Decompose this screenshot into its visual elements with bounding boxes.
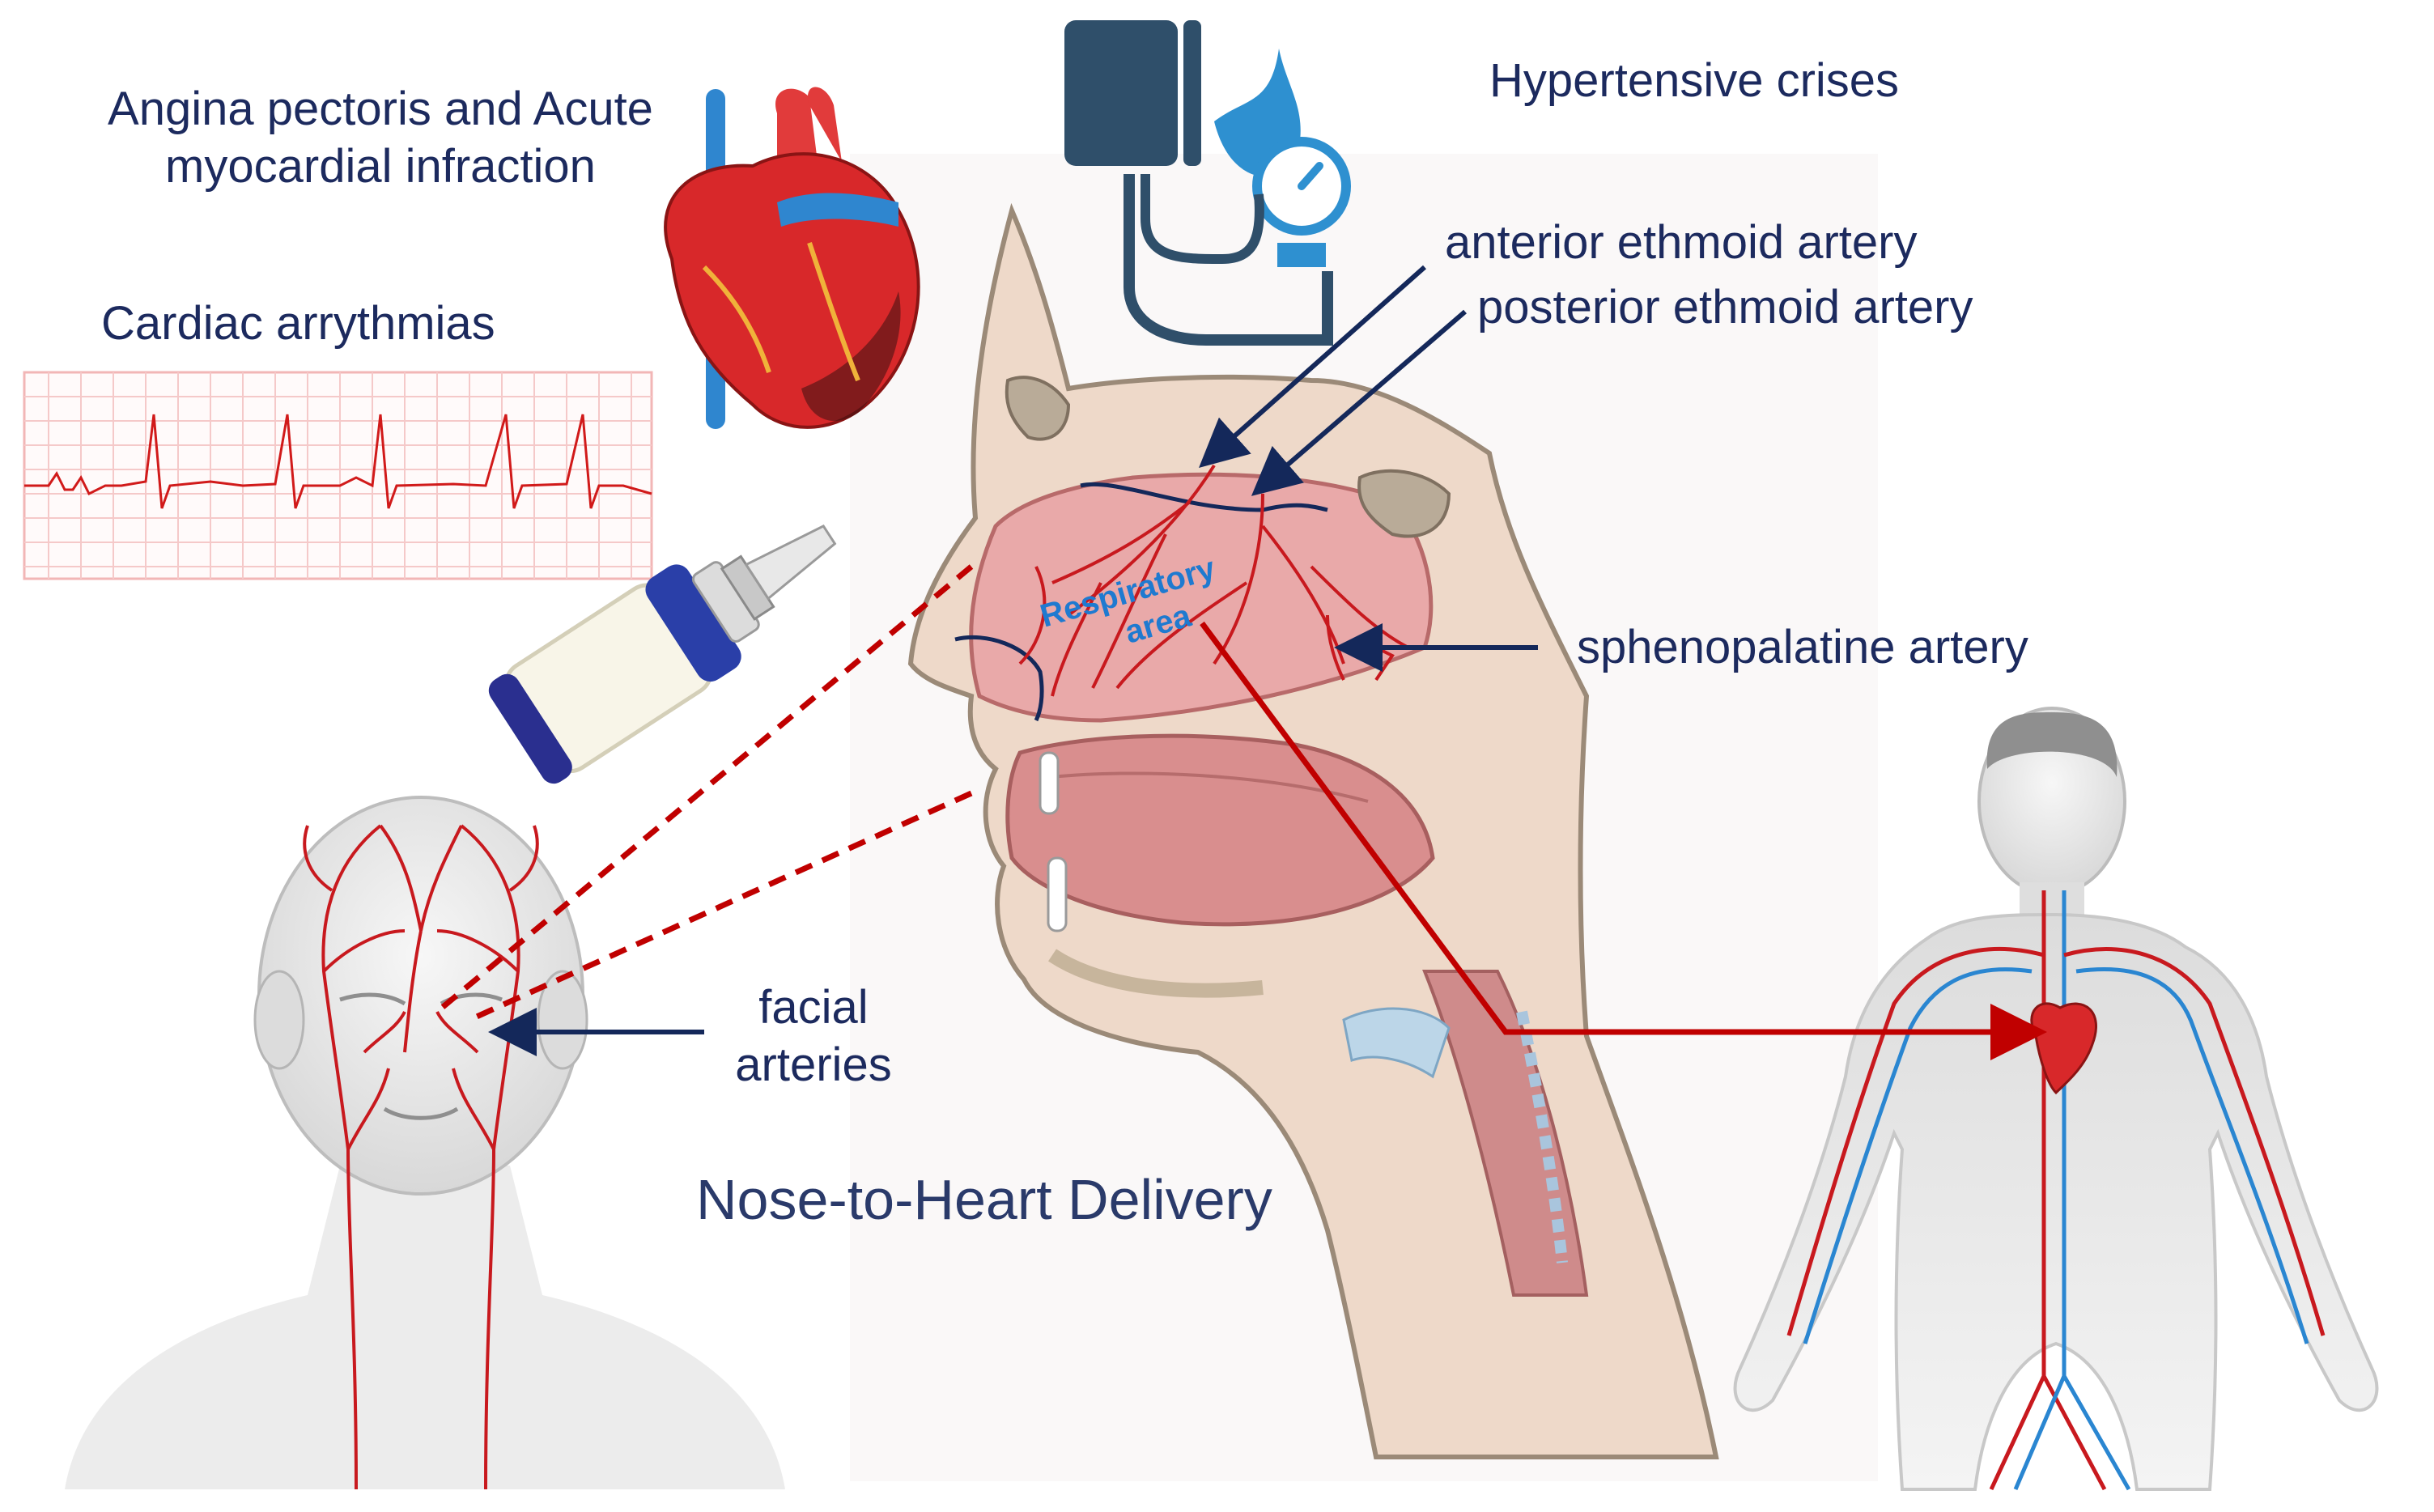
facial-arteries-line2: arteries (712, 1037, 915, 1094)
ecg-strip-icon (24, 372, 652, 579)
diagram-title: Nose-to-Heart Delivery (696, 1166, 1272, 1234)
sphenopalatine-label: sphenopalatine artery (1577, 619, 2028, 677)
face-facial-arteries-icon (65, 797, 785, 1489)
anterior-ethmoid-label: anterior ethmoid artery (1445, 214, 1917, 272)
facial-arteries-label: facial arteries (712, 979, 915, 1094)
angina-label: Angina pectoris and Acute myocardial inf… (73, 81, 688, 196)
angina-label-line2: myocardial infraction (73, 138, 688, 196)
angina-label-line1: Angina pectoris and Acute (73, 81, 688, 138)
cardiac-arrythmias-label: Cardiac arrythmias (101, 295, 495, 353)
hypertensive-label: Hypertensive crises (1489, 53, 1899, 110)
posterior-ethmoid-label: posterior ethmoid artery (1477, 279, 1973, 337)
facial-arteries-line1: facial (712, 979, 915, 1037)
anatomical-heart-icon (665, 87, 919, 430)
nasal-cavity-cross-section-icon (850, 154, 1878, 1481)
